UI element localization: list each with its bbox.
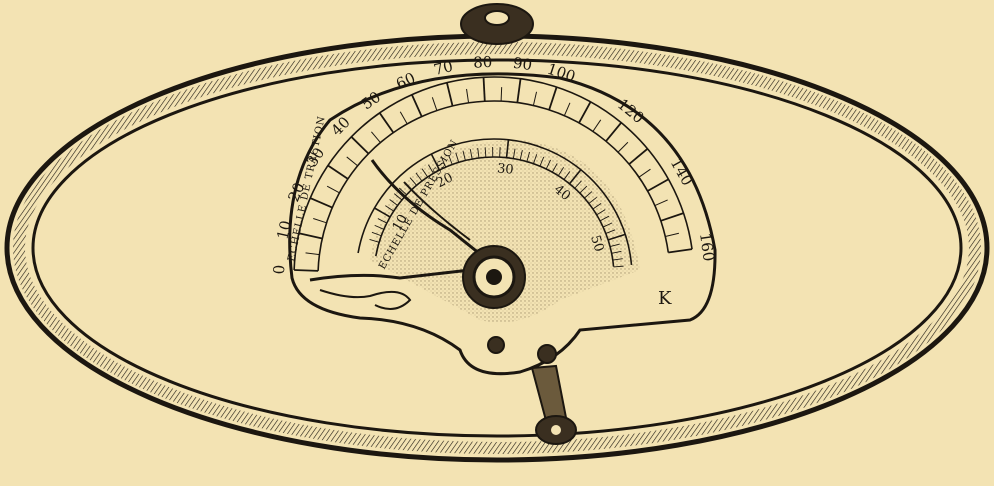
top-knob xyxy=(461,4,533,44)
screw-left xyxy=(488,337,504,353)
outer-scale-tick xyxy=(484,77,485,101)
screw-right xyxy=(538,345,556,363)
outer-scale-label: 90 xyxy=(512,54,533,74)
dial-plate xyxy=(290,74,715,374)
outer-scale-label: 80 xyxy=(473,53,493,72)
linkage-arm xyxy=(532,366,576,444)
outer-scale-tick xyxy=(501,87,502,101)
outer-scale-tick xyxy=(294,270,318,271)
center-hub xyxy=(463,246,525,308)
inner-scale-label: 30 xyxy=(496,161,514,178)
outer-scale-label: 0 xyxy=(270,264,288,274)
unit-mark: K xyxy=(658,288,672,309)
